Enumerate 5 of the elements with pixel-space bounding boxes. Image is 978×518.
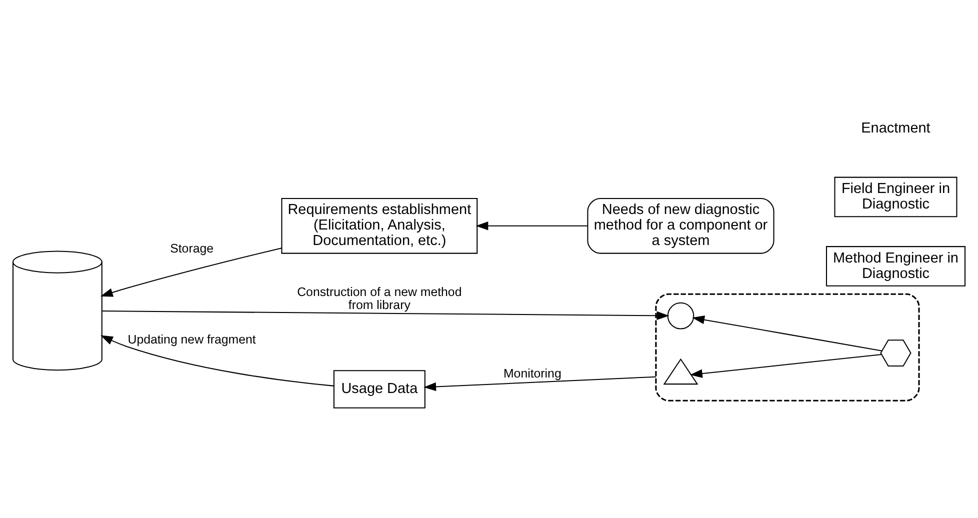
edge-label: Updating new fragment xyxy=(128,332,256,346)
edge-label: Storage xyxy=(170,240,214,255)
label: Enactment xyxy=(861,120,930,136)
edge-label: Construction of a new method from library xyxy=(297,284,462,312)
edge-label: Monitoring xyxy=(503,366,562,380)
